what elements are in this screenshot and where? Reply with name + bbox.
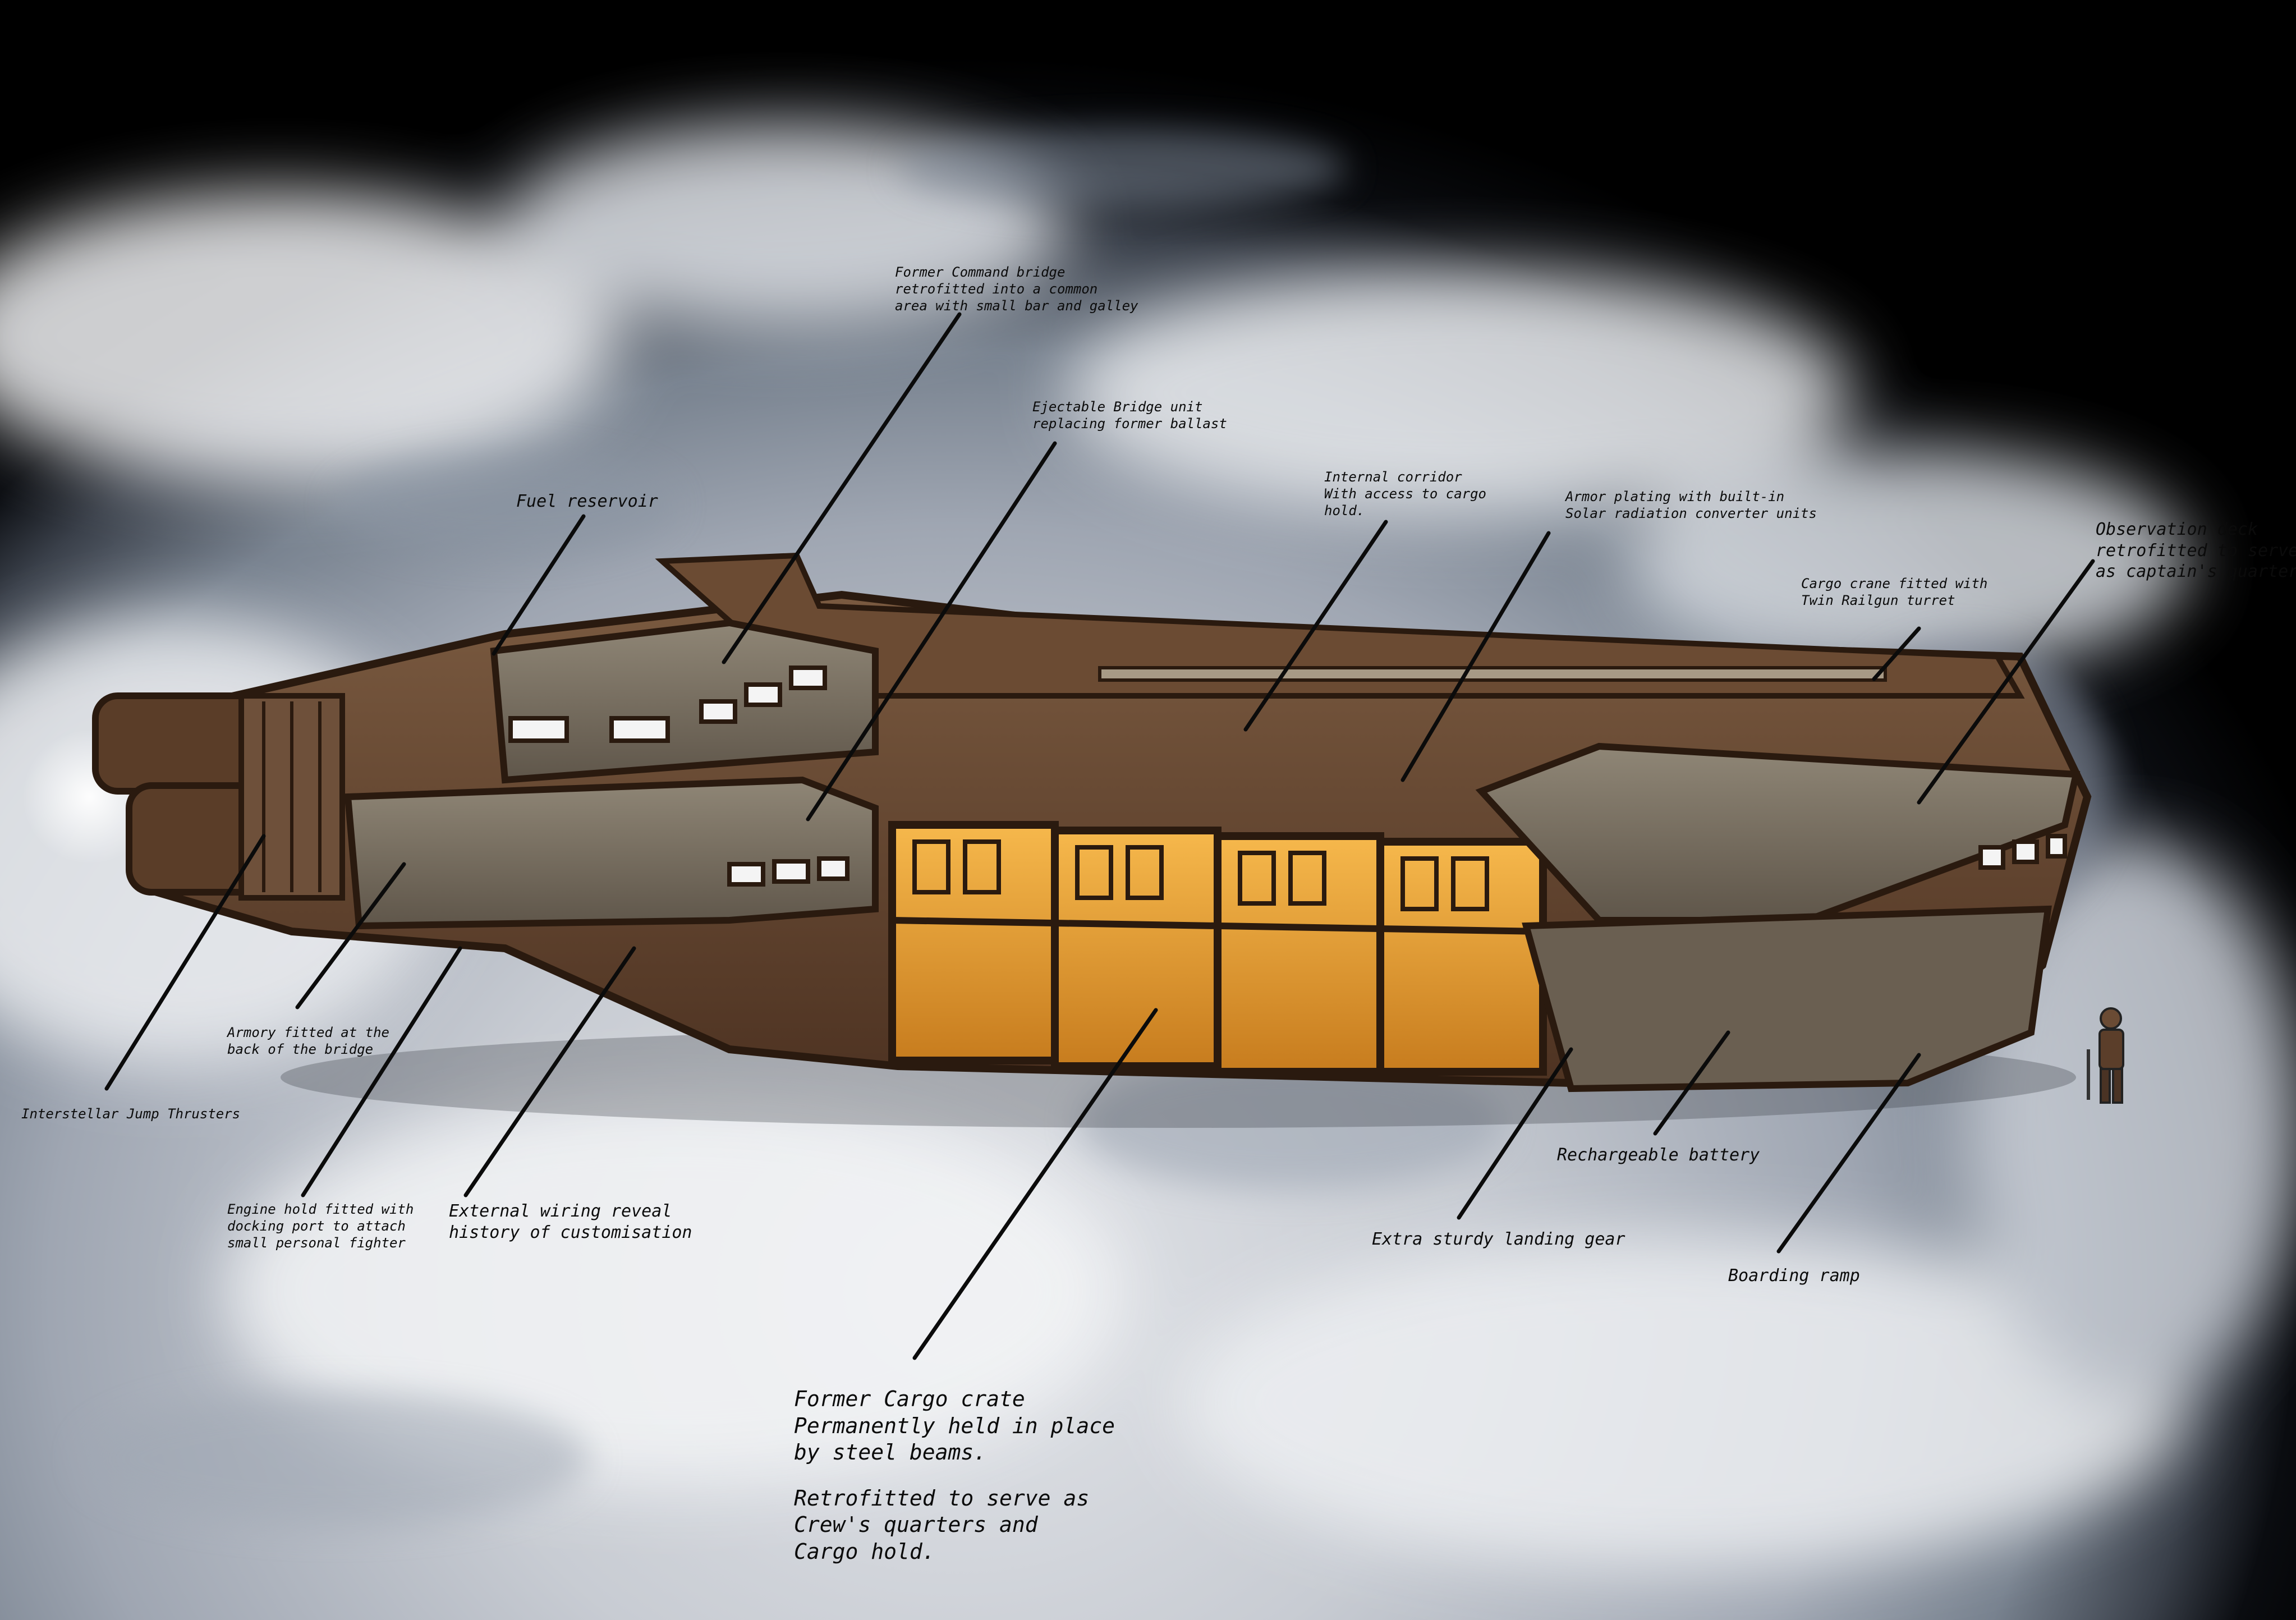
annotation-landing-gear: Extra sturdy landing gear (1372, 1229, 1625, 1250)
annotation-line: replacing former ballast (1032, 416, 1227, 432)
annotation-fuel-reservoir: Fuel reservoir (516, 491, 658, 512)
annotation-line: retrofitted into a common (895, 281, 1098, 297)
annotation-line: Internal corridor (1324, 469, 1462, 485)
annotation-jump-thrusters: Interstellar Jump Thrusters (21, 1105, 240, 1122)
annotation-line: Cargo hold. (794, 1539, 935, 1564)
annotation-line: Ejectable Bridge unit (1032, 399, 1203, 415)
engine-cluster (92, 692, 345, 901)
annotation-line: Solar radiation converter units (1565, 506, 1817, 521)
annotation-line: Armory fitted at the (227, 1025, 389, 1040)
annotation-boarding-ramp: Boarding ramp (1728, 1265, 1860, 1287)
annotation-line: as captain's quarters (2096, 562, 2296, 581)
annotation-line: Armor plating with built-in (1565, 489, 1785, 504)
annotation-line: Rechargeable battery (1557, 1145, 1760, 1165)
annotation-line: by steel beams. (794, 1440, 987, 1465)
annotation-line: back of the bridge (227, 1041, 374, 1057)
bridge-block (490, 619, 879, 784)
annotation-line: Observation deck (2096, 520, 2258, 539)
annotation-rechargeable-battery: Rechargeable battery (1557, 1145, 1760, 1166)
armory-deck (344, 776, 879, 930)
annotation-line: Retrofitted to serve as (794, 1485, 1090, 1511)
annotation-line: history of customisation (449, 1222, 692, 1242)
annotation-internal-corridor: Internal corridor With access to cargo h… (1324, 469, 1486, 519)
annotation-ejectable-bridge: Ejectable Bridge unit replacing former b… (1032, 398, 1227, 432)
annotation-external-wiring: External wiring reveal history of custom… (449, 1201, 692, 1243)
cargo-crates (888, 821, 1547, 1076)
spine-window-strip (1098, 666, 1887, 682)
annotation-line: With access to cargo (1324, 486, 1486, 502)
annotation-line: Fuel reservoir (516, 492, 658, 511)
annotation-line: small personal fighter (227, 1235, 406, 1251)
annotation-line: Extra sturdy landing gear (1372, 1229, 1625, 1249)
annotation-line: retrofitted to serve (2096, 540, 2296, 561)
annotation-cargo-crane: Cargo crane fitted with Twin Railgun tur… (1801, 575, 1987, 609)
annotation-former-command-bridge: Former Command bridge retrofitted into a… (895, 264, 1138, 314)
annotation-line: Twin Railgun turret (1801, 593, 1955, 608)
annotation-line: External wiring reveal (449, 1201, 672, 1221)
annotation-armor-plating: Armor plating with built-in Solar radiat… (1565, 488, 1817, 522)
annotation-armory: Armory fitted at the back of the bridge (227, 1024, 389, 1058)
annotation-line: Crew's quarters and (794, 1512, 1038, 1537)
annotation-line: Boarding ramp (1728, 1266, 1860, 1286)
annotation-observation-deck: Observation deck retrofitted to serve as… (2096, 519, 2296, 582)
annotation-gap (794, 1466, 1115, 1485)
annotation-line: Former Command bridge (895, 264, 1066, 280)
annotation-line: Former Cargo crate (794, 1387, 1025, 1411)
annotation-cargo-crate: Former Cargo crate Permanently held in p… (794, 1386, 1115, 1565)
annotation-line: Interstellar Jump Thrusters (21, 1106, 241, 1122)
annotation-line: area with small bar and galley (895, 298, 1138, 314)
annotation-line: Cargo crane fitted with (1801, 576, 1988, 591)
annotation-line: Permanently held in place (794, 1413, 1115, 1438)
annotation-engine-hold: Engine hold fitted with docking port to … (227, 1201, 414, 1251)
scale-figure (2087, 1007, 2124, 1104)
annotation-line: hold. (1324, 503, 1365, 518)
annotation-line: Engine hold fitted with (227, 1201, 414, 1217)
annotation-line: docking port to attach (227, 1218, 406, 1234)
